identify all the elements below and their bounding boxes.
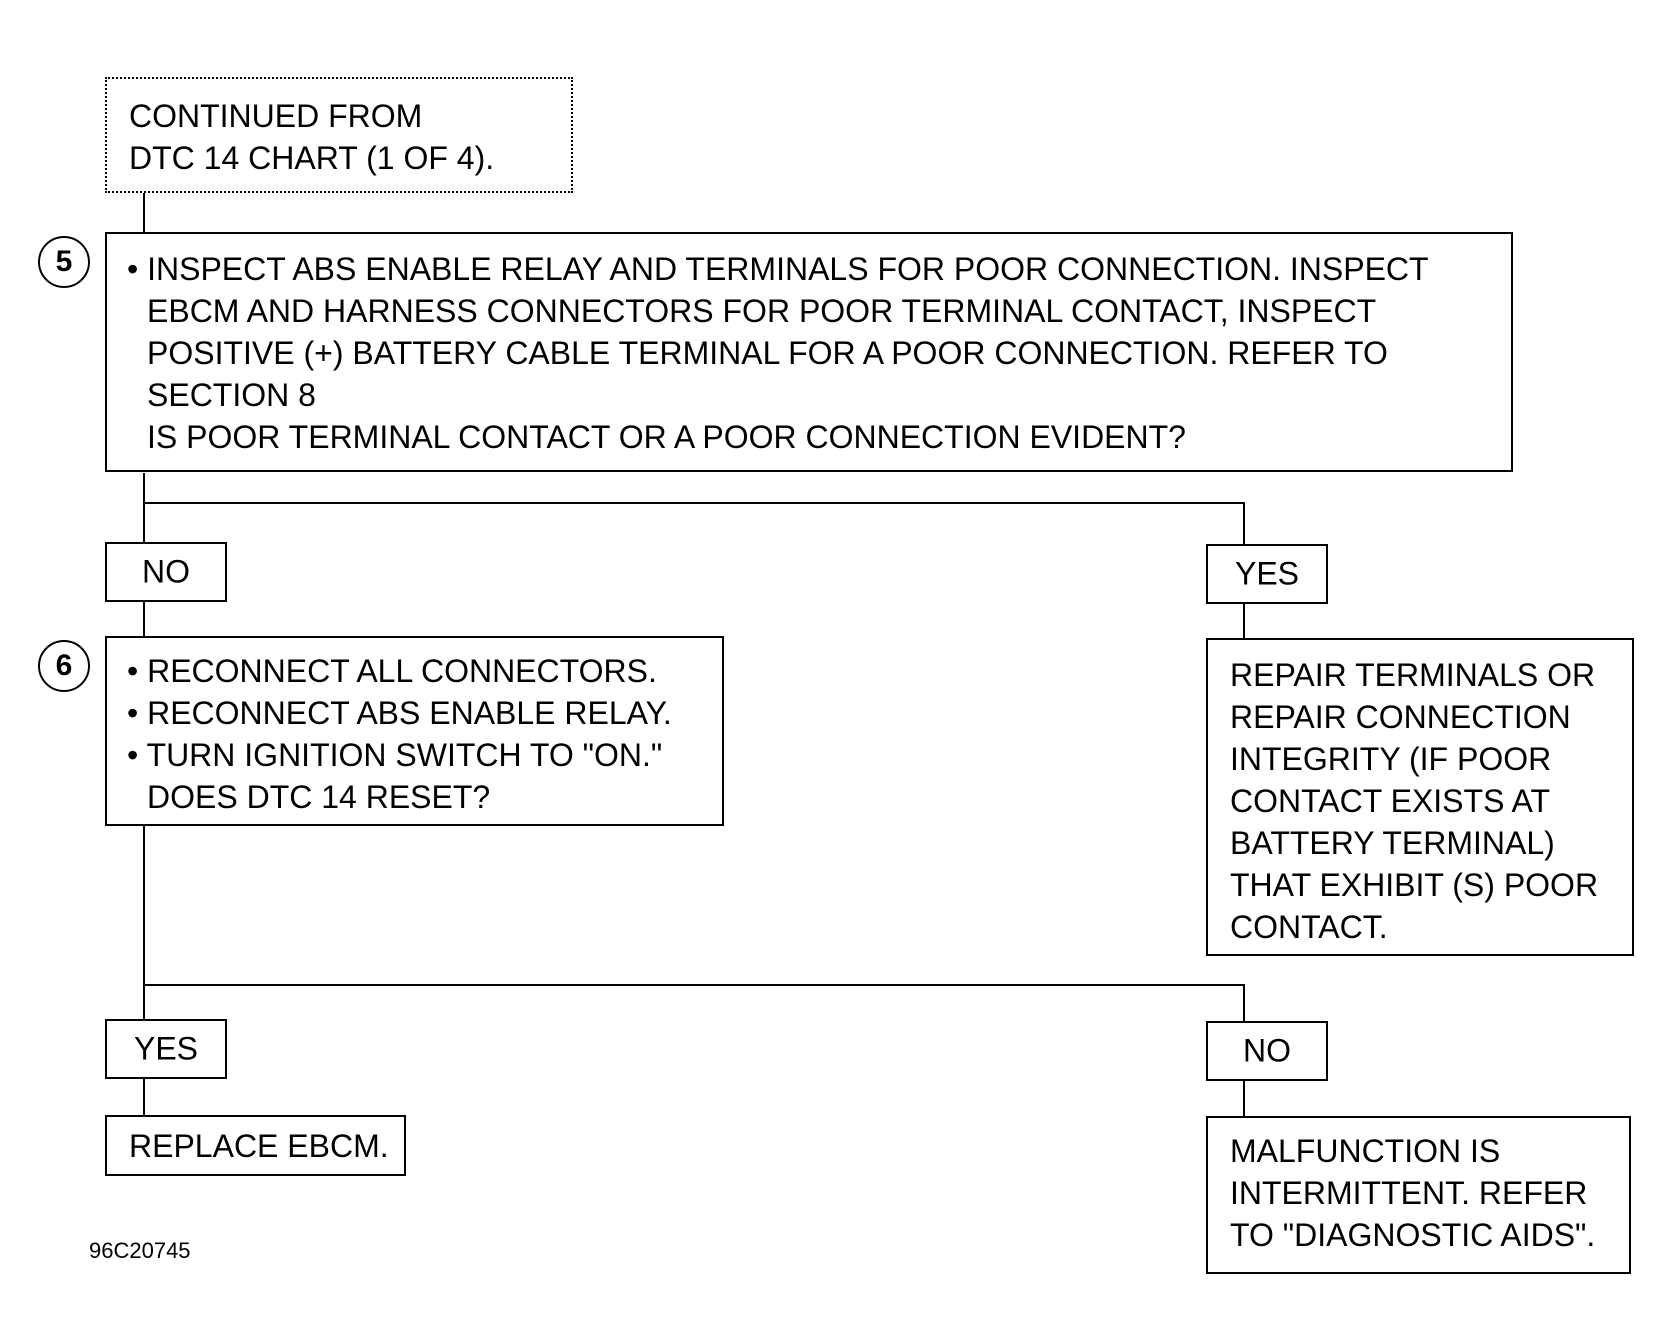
connector-step6-down (143, 824, 145, 1020)
figure-code: 96C20745 (89, 1238, 191, 1263)
step-5-line-1: • INSPECT ABS ENABLE RELAY AND TERMINALS… (127, 251, 1429, 287)
connector-start-to-step5 (143, 192, 145, 232)
repair-line-6: THAT EXHIBIT (S) POOR (1230, 867, 1599, 903)
replace-ebcm-box: REPLACE EBCM. (105, 1115, 406, 1176)
connector-no-to-step6 (143, 601, 145, 637)
step-5-line-4: SECTION 8 (147, 377, 316, 413)
step-5-line-5: IS POOR TERMINAL CONTACT OR A POOR CONNE… (147, 419, 1186, 455)
step-6-yes-label: YES (105, 1019, 227, 1079)
intermittent-line-1: MALFUNCTION IS (1230, 1133, 1501, 1169)
repair-line-2: REPAIR CONNECTION (1230, 699, 1571, 735)
connector-step5-horizontal (143, 502, 1245, 504)
repair-line-1: REPAIR TERMINALS OR (1230, 657, 1596, 693)
step-5-marker: 5 (38, 236, 90, 288)
connector-yes-to-repair (1243, 603, 1245, 639)
step-5-box: • INSPECT ABS ENABLE RELAY AND TERMINALS… (105, 232, 1513, 472)
step-6-line-3: • TURN IGNITION SWITCH TO "ON." (127, 737, 663, 773)
step-6-line-1: • RECONNECT ALL CONNECTORS. (127, 653, 657, 689)
connector-step5-down (143, 473, 145, 543)
step-5-line-3: POSITIVE (+) BATTERY CABLE TERMINAL FOR … (147, 335, 1388, 371)
step-5-line-2: EBCM AND HARNESS CONNECTORS FOR POOR TER… (147, 293, 1377, 329)
step-5-yes-label: YES (1206, 544, 1328, 604)
step-5-no-label: NO (105, 542, 227, 602)
step-6-no-label: NO (1206, 1021, 1328, 1081)
intermittent-line-3: TO "DIAGNOSTIC AIDS". (1230, 1217, 1596, 1253)
connector-yes-to-replace (143, 1078, 145, 1116)
connector-step6-to-no (1243, 984, 1245, 1022)
repair-line-3: INTEGRITY (IF POOR (1230, 741, 1552, 777)
intermittent-line-2: INTERMITTENT. REFER (1230, 1175, 1588, 1211)
connector-no-to-intermittent (1243, 1081, 1245, 1117)
continued-from-box: CONTINUED FROM DTC 14 CHART (1 OF 4). (105, 77, 573, 193)
step-6-box: • RECONNECT ALL CONNECTORS. • RECONNECT … (105, 636, 724, 826)
step-6-line-4: DOES DTC 14 RESET? (147, 779, 491, 815)
repair-box: REPAIR TERMINALS OR REPAIR CONNECTION IN… (1206, 638, 1634, 956)
step-6-line-2: • RECONNECT ABS ENABLE RELAY. (127, 695, 672, 731)
step-6-marker: 6 (38, 640, 90, 692)
continued-line-2: DTC 14 CHART (1 OF 4). (129, 140, 495, 176)
connector-step5-to-yes (1243, 502, 1245, 544)
repair-line-4: CONTACT EXISTS AT (1230, 783, 1551, 819)
replace-ebcm-text: REPLACE EBCM. (129, 1128, 389, 1164)
repair-line-7: CONTACT. (1230, 909, 1388, 945)
connector-step6-horizontal (143, 984, 1245, 986)
intermittent-box: MALFUNCTION IS INTERMITTENT. REFER TO "D… (1206, 1116, 1631, 1274)
continued-line-1: CONTINUED FROM (129, 98, 423, 134)
repair-line-5: BATTERY TERMINAL) (1230, 825, 1555, 861)
